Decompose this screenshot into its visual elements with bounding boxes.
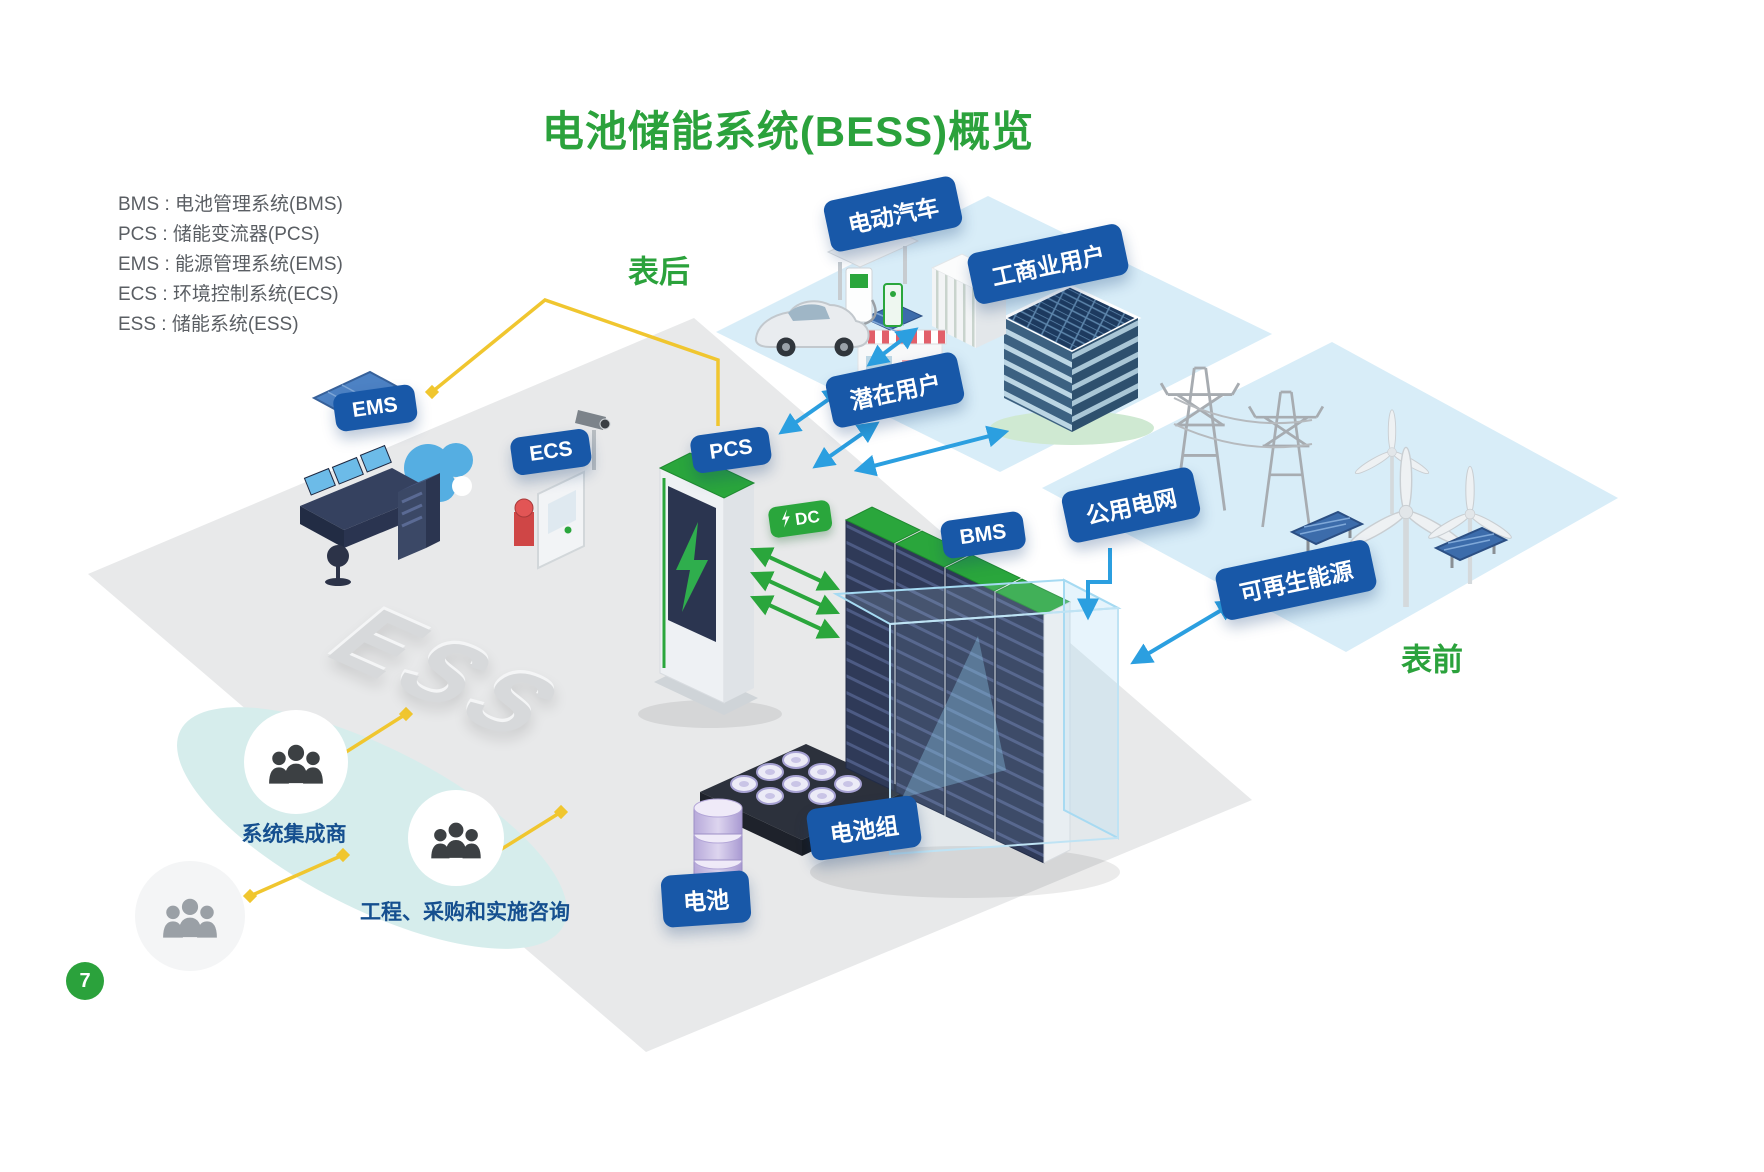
server-tower-icon — [398, 473, 440, 560]
monitor-icons — [303, 444, 392, 496]
caption-system-integrator: 系统集成商 — [241, 823, 347, 846]
pcs-cabinet — [654, 452, 758, 715]
zone-label-behind-meter: 表后 — [628, 254, 690, 290]
legend: BMS : 电池管理系统(BMS) PCS : 储能变流器(PCS) EMS :… — [118, 190, 343, 340]
security-camera — [575, 410, 611, 470]
ev-car — [754, 300, 870, 357]
badge-dc: DC — [767, 499, 833, 539]
projection-beam — [902, 636, 1006, 798]
page-title: 电池储能系统(BESS)概览 — [541, 108, 1035, 155]
page-number-badge: 7 — [66, 962, 104, 1000]
glass-enclosure — [832, 578, 1122, 856]
legend-item-ems: EMS : 能源管理系统(EMS) — [118, 254, 343, 275]
people-group-integrator — [244, 710, 348, 814]
badge-battery: 电池 — [660, 869, 752, 929]
people-group-epc — [408, 790, 504, 886]
office-building — [1000, 284, 1142, 432]
legend-item-bms: BMS : 电池管理系统(BMS) — [118, 194, 343, 215]
people-group-gray — [135, 861, 245, 971]
zone-label-front-of-meter: 表前 — [1401, 642, 1463, 678]
alarm-box-icon — [514, 512, 534, 546]
lightning-icon — [779, 509, 793, 533]
legend-item-ecs: ECS : 环境控制系统(ECS) — [118, 284, 339, 305]
yellow-network-lines — [242, 298, 720, 904]
caption-epc-consulting: 工程、采购和实施咨询 — [360, 901, 570, 924]
battery-racks — [844, 506, 1072, 864]
dc-green-arrows — [750, 547, 840, 639]
transmission-towers — [1159, 366, 1325, 529]
lightning-bolt-icon — [676, 522, 708, 612]
office-chair-icon — [325, 545, 351, 586]
legend-item-ess: ESS : 储能系统(ESS) — [118, 314, 299, 335]
battery-cells — [730, 751, 862, 805]
ecs-unit — [514, 470, 585, 570]
legend-item-pcs: PCS : 储能变流器(PCS) — [118, 224, 320, 245]
badge-dc-label: DC — [793, 506, 821, 529]
